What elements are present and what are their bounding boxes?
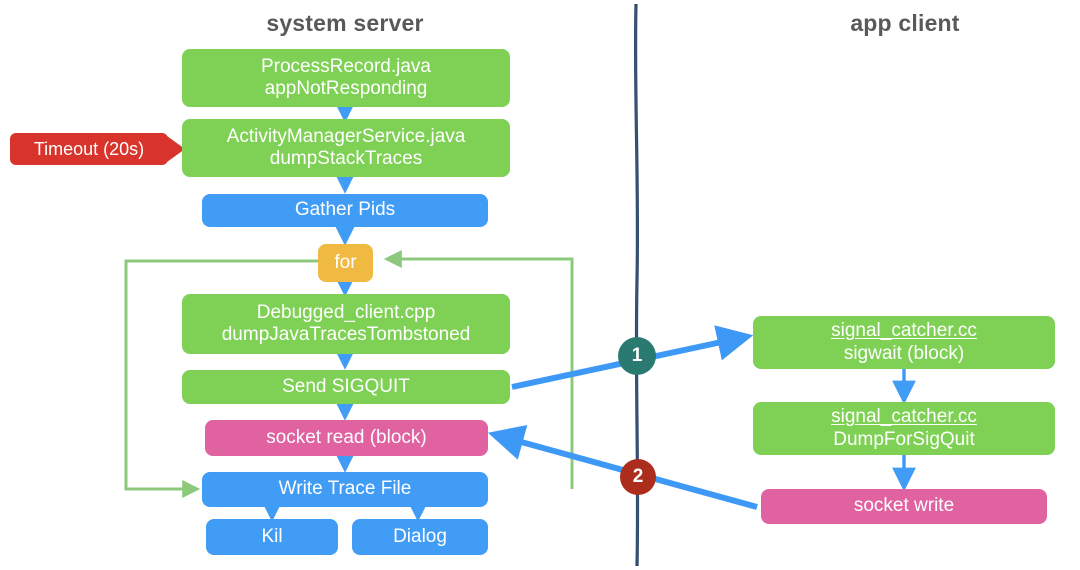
- timeout-arrow-tip: [167, 136, 185, 162]
- node-line-2: sigwait (block): [843, 342, 965, 364]
- node-write-trace-file[interactable]: Write Trace File: [202, 472, 488, 507]
- marker-1-label: 1: [631, 345, 643, 366]
- marker-1-circle: 1: [618, 337, 656, 375]
- node-line-1: Gather Pids: [294, 199, 396, 221]
- node-socket-write[interactable]: socket write: [761, 489, 1047, 524]
- node-socket-read[interactable]: socket read (block): [205, 420, 488, 456]
- node-kill[interactable]: Kil: [206, 519, 338, 555]
- node-line-1: signal_catcher.cc: [831, 406, 977, 428]
- node-line-1: Dialog: [393, 525, 447, 547]
- node-gather-pids[interactable]: Gather Pids: [202, 194, 488, 227]
- node-process-record[interactable]: ProcessRecord.java appNotResponding: [182, 49, 510, 107]
- marker-2-label: 2: [632, 466, 644, 487]
- node-line-1: for: [334, 251, 357, 273]
- node-line-2: dumpStackTraces: [269, 148, 423, 169]
- column-title-system-server: system server: [266, 10, 424, 36]
- node-signal-catcher-sigwait[interactable]: signal_catcher.cc sigwait (block): [753, 316, 1055, 369]
- node-send-sigquit[interactable]: Send SIGQUIT: [182, 370, 510, 404]
- node-dialog[interactable]: Dialog: [352, 519, 488, 555]
- node-line-1: Kil: [261, 525, 283, 547]
- node-line-1: Write Trace File: [278, 478, 412, 500]
- node-line-2: dumpJavaTracesTombstoned: [221, 324, 471, 345]
- node-line-1: socket read (block): [266, 426, 427, 448]
- timeout-label: Timeout (20s): [33, 138, 145, 159]
- node-line-1: Send SIGQUIT: [282, 375, 410, 397]
- column-title-app-client: app client: [850, 10, 960, 36]
- node-line-1: socket write: [853, 495, 955, 517]
- node-activity-manager-service[interactable]: ActivityManagerService.java dumpStackTra…: [182, 119, 510, 177]
- node-line-1: signal_catcher.cc: [831, 320, 977, 342]
- node-line-1: ProcessRecord.java: [260, 55, 432, 77]
- marker-2-circle: 2: [620, 459, 656, 495]
- node-line-2: appNotResponding: [264, 78, 428, 99]
- node-line-2: DumpForSigQuit: [833, 428, 975, 450]
- timeout-callout: Timeout (20s): [10, 133, 185, 165]
- node-line-1: Debugged_client.cpp: [256, 301, 436, 323]
- node-line-1: ActivityManagerService.java: [226, 125, 466, 147]
- node-for-loop[interactable]: for: [318, 244, 373, 282]
- node-signal-catcher-dumpforsigquit[interactable]: signal_catcher.cc DumpForSigQuit: [753, 402, 1055, 455]
- node-debugged-client[interactable]: Debugged_client.cpp dumpJavaTracesTombst…: [182, 294, 510, 354]
